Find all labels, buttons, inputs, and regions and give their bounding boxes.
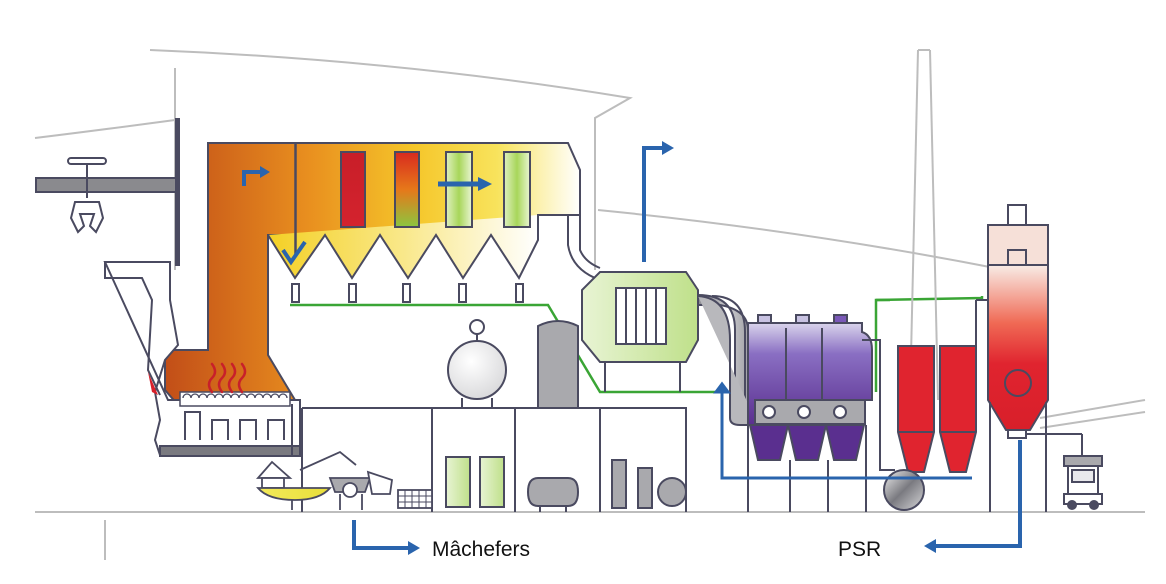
crane-grab-icon [67, 157, 107, 234]
steam-drum [447, 319, 507, 408]
flue-gas-duct [697, 293, 761, 426]
fan-icon [883, 469, 925, 511]
scrubbers [897, 299, 990, 473]
deaerator-tank [537, 320, 579, 409]
flow-arrows [242, 141, 1022, 555]
bottom-ash-label: Mâchefers [432, 538, 531, 561]
economizer-2 [503, 151, 531, 228]
building-outline [34, 49, 1146, 560]
grate [103, 261, 301, 457]
turbine-equipment [445, 456, 687, 512]
superheater-redgreen [394, 151, 420, 228]
truck-icon [1063, 455, 1103, 510]
bag-filter [747, 314, 895, 512]
reactor-tower [987, 204, 1083, 512]
chimney [909, 49, 939, 401]
recirculation-line [713, 381, 972, 480]
residues-label: PSR [838, 538, 882, 561]
tube-banks [340, 151, 531, 228]
crane [35, 118, 180, 266]
heat-recovery-unit [581, 271, 699, 392]
economizer-1 [445, 151, 473, 228]
superheater-red [340, 151, 366, 228]
boiler [164, 142, 601, 406]
bottom-ash-handling [256, 450, 433, 510]
flame-icon [207, 362, 247, 394]
